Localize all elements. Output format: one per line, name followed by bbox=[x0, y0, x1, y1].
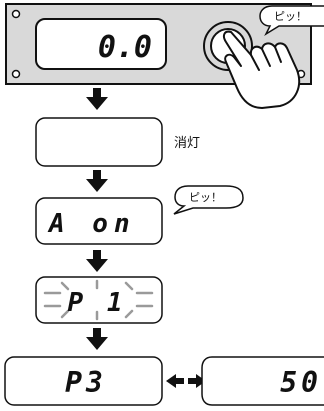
blink-marks bbox=[43, 279, 154, 321]
beep-bubble-top: ピッ！ bbox=[259, 5, 324, 37]
pressing-hand-icon bbox=[222, 30, 301, 109]
down-arrow-icon bbox=[86, 88, 108, 110]
display-fifty-text: 50 bbox=[280, 366, 322, 399]
screw-hole-icon bbox=[11, 9, 21, 19]
display-p3 bbox=[4, 356, 163, 406]
left-right-arrow-icon bbox=[166, 374, 206, 388]
device-display bbox=[35, 18, 167, 70]
display-a-on-text: A on bbox=[47, 209, 136, 239]
display-p3-text: P3 bbox=[65, 366, 107, 399]
down-arrow-icon bbox=[86, 328, 108, 350]
beep-bubble-top-text: ピッ！ bbox=[274, 10, 307, 23]
display-a-on bbox=[35, 197, 163, 245]
display-p1-text: P 1 bbox=[68, 288, 127, 318]
down-arrow-icon bbox=[86, 250, 108, 272]
down-arrow-icon bbox=[86, 170, 108, 192]
screw-hole-icon bbox=[11, 69, 21, 79]
beep-bubble-mid: ピッ！ bbox=[173, 185, 244, 215]
display-fifty bbox=[201, 356, 324, 406]
device-display-value: 0.0 bbox=[98, 30, 152, 65]
off-label: 消灯 bbox=[174, 136, 200, 151]
display-off bbox=[35, 117, 163, 167]
beep-bubble-mid-text: ピッ！ bbox=[189, 191, 222, 204]
